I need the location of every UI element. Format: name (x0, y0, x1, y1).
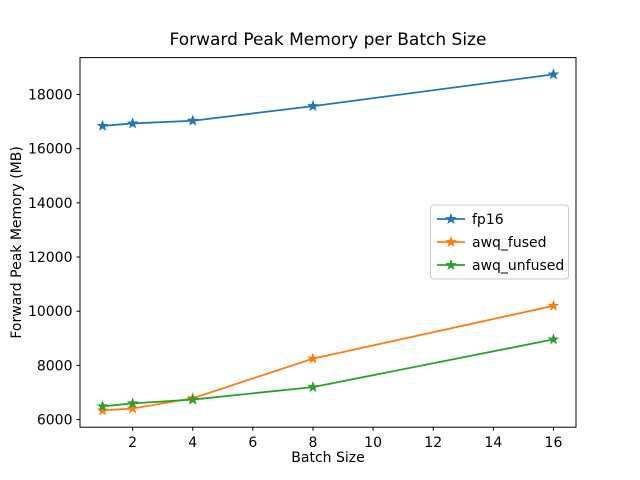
data-point-star-icon (96, 404, 109, 416)
x-tick-label: 2 (128, 435, 137, 451)
legend-entry-fp16: fp16 (437, 212, 504, 228)
data-point-star-icon (547, 299, 560, 311)
y-tick-label: 16000 (28, 142, 73, 158)
y-tick-label: 6000 (37, 413, 73, 429)
y-tick-label: 8000 (37, 358, 73, 374)
chart-title: Forward Peak Memory per Batch Size (170, 30, 487, 50)
x-axis-label: Batch Size (291, 450, 364, 466)
legend-star-icon (445, 258, 457, 271)
x-tick-label: 12 (424, 435, 442, 451)
series-line-awq_fused (101, 304, 555, 412)
data-point-star-icon (307, 380, 319, 393)
legend-entry-awq-unfused: awq_unfused (437, 258, 564, 274)
y-tick-label: 14000 (28, 196, 73, 212)
data-point-star-icon (186, 114, 199, 126)
legend-label: fp16 (472, 212, 504, 228)
x-tick-label: 8 (309, 435, 318, 451)
plot-border (79, 57, 577, 428)
legend-star-icon (445, 212, 457, 225)
x-tick-label: 14 (484, 435, 502, 451)
legend: fp16 awq_fused awq_unfused (430, 204, 569, 280)
data-point-star-icon (307, 352, 319, 364)
data-point-star-icon (126, 397, 139, 409)
y-tick-label: 12000 (28, 250, 73, 266)
series-line-awq_unfused (101, 338, 555, 408)
y-tick-label: 18000 (28, 87, 73, 103)
series-line-fp16 (101, 73, 555, 127)
data-point-star-icon (547, 68, 560, 80)
plot-series (96, 68, 560, 416)
data-point-star-icon (547, 333, 560, 345)
legend-star-icon (445, 235, 457, 248)
y-tick-label: 10000 (28, 304, 73, 320)
y-axis-label: Forward Peak Memory (MB) (9, 146, 25, 338)
data-point-star-icon (307, 99, 319, 112)
x-tick-label: 4 (188, 435, 197, 451)
legend-label: awq_unfused (472, 258, 564, 274)
data-point-star-icon (126, 117, 139, 129)
x-tick-label: 6 (248, 435, 257, 451)
data-point-star-icon (126, 402, 139, 414)
axes: 2 4 6 8 10 12 14 16 6000 8000 10000 12000 14000 16000… (28, 57, 577, 451)
legend-label: awq_fused (472, 235, 547, 251)
data-point-star-icon (96, 119, 109, 131)
x-tick-label: 16 (545, 435, 563, 451)
data-point-star-icon (186, 393, 199, 405)
legend-entry-awq-fused: awq_fused (437, 235, 547, 251)
legend-box (430, 204, 569, 280)
x-tick-label: 10 (364, 435, 382, 451)
data-point-star-icon (96, 400, 109, 412)
